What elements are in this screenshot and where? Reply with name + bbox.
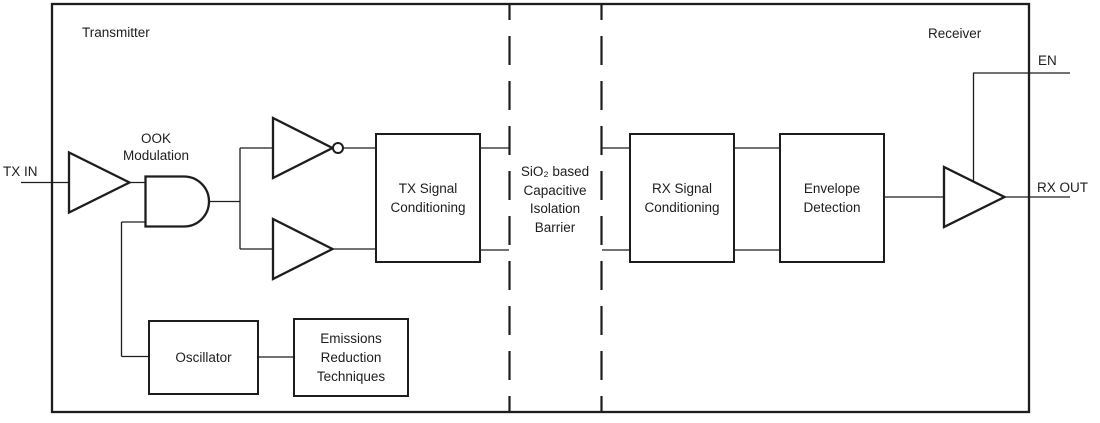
rx-signal-conditioning-block: RX Signal Conditioning xyxy=(629,133,735,263)
tx-signal-conditioning-block: TX Signal Conditioning xyxy=(375,133,481,263)
and-gate-icon xyxy=(144,175,211,228)
inverter-bubble-icon xyxy=(332,142,344,154)
oscillator-block: Oscillator xyxy=(148,320,259,395)
drive-buffer-icon xyxy=(271,217,336,281)
transmitter-region-label: Transmitter xyxy=(82,25,150,40)
tx-in-label: TX IN xyxy=(3,164,38,179)
emissions-reduction-block: Emissions Reduction Techniques xyxy=(293,318,409,397)
chip-outline xyxy=(50,2,1031,414)
inverter-icon xyxy=(271,116,336,180)
tx-input-buffer-icon xyxy=(67,150,133,215)
output-buffer-icon xyxy=(942,165,1008,229)
envelope-detection-block: Envelope Detection xyxy=(779,133,885,263)
ook-modulation-label: OOK Modulation xyxy=(122,131,190,163)
receiver-region-label: Receiver xyxy=(928,26,982,41)
en-label: EN xyxy=(1038,53,1057,68)
isolation-barrier-label: SiO₂ based Capacitive Isolation Barrier xyxy=(520,164,590,235)
rx-out-label: RX OUT xyxy=(1037,180,1089,195)
